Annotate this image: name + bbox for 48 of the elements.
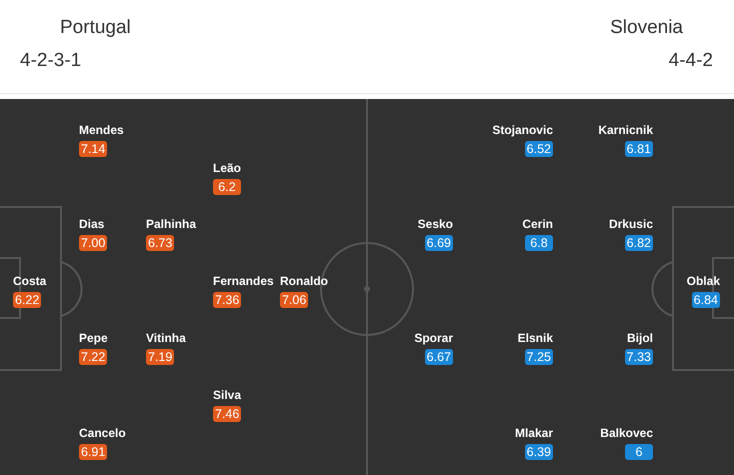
- player-name: Stojanovic: [492, 123, 553, 137]
- rating-badge: 6.2: [213, 179, 241, 195]
- rating-badge: 7.33: [624, 349, 653, 365]
- player-name: Balkovec: [600, 426, 653, 440]
- player-name: Cerin: [522, 217, 553, 231]
- rating-badge: 6: [625, 444, 653, 460]
- player-name: Costa: [13, 274, 46, 288]
- player-name: Sesko: [418, 217, 453, 231]
- player-name: Vitinha: [146, 331, 186, 345]
- player-name: Fernandes: [213, 274, 274, 288]
- rating-badge: 7.14: [79, 141, 108, 157]
- player-name: Ronaldo: [280, 274, 328, 288]
- rating-badge: 6.81: [624, 141, 653, 157]
- player-name: Mendes: [79, 123, 124, 137]
- player-name: Bijol: [627, 331, 653, 345]
- rating-badge: 6.82: [624, 235, 653, 251]
- formation-text: 4-4-2: [668, 50, 713, 72]
- player-name: Silva: [213, 388, 242, 402]
- rating-badge: 6.91: [79, 444, 108, 460]
- rating-badge: 7.46: [213, 406, 242, 422]
- team-name: Portugal: [60, 17, 131, 39]
- rating-badge: 7.25: [524, 349, 553, 365]
- player-name: Drkusic: [608, 217, 653, 231]
- player-name: Karnicnik: [598, 123, 653, 137]
- player-name: Mlakar: [514, 426, 553, 440]
- rating-badge: 6.52: [524, 141, 553, 157]
- player-name: Palhinha: [146, 217, 196, 231]
- rating-badge: 6.22: [13, 292, 42, 308]
- player-name: Oblak: [686, 274, 720, 288]
- rating-badge: 7.06: [280, 292, 308, 308]
- player-name: Dias: [79, 217, 104, 231]
- rating-badge: 7.00: [79, 235, 108, 251]
- rating-badge: 6.69: [424, 235, 453, 251]
- formation-text: 4-2-3-1: [20, 50, 82, 72]
- rating-badge: 7.22: [79, 349, 108, 365]
- player-name: Pepe: [79, 331, 108, 345]
- rating-badge: 6.73: [146, 235, 174, 251]
- rating-badge: 6.84: [692, 292, 720, 308]
- rating-badge: 6.8: [525, 235, 553, 251]
- rating-badge: 6.67: [424, 349, 453, 365]
- player-name: Leão: [213, 161, 242, 175]
- player-name: Cancelo: [79, 426, 126, 440]
- team-name: Slovenia: [610, 17, 683, 39]
- player-name: Elsnik: [518, 331, 553, 345]
- rating-badge: 7.36: [213, 292, 242, 308]
- player-name: Sporar: [414, 331, 453, 345]
- rating-badge: 7.19: [146, 349, 174, 365]
- rating-badge: 6.39: [524, 444, 553, 460]
